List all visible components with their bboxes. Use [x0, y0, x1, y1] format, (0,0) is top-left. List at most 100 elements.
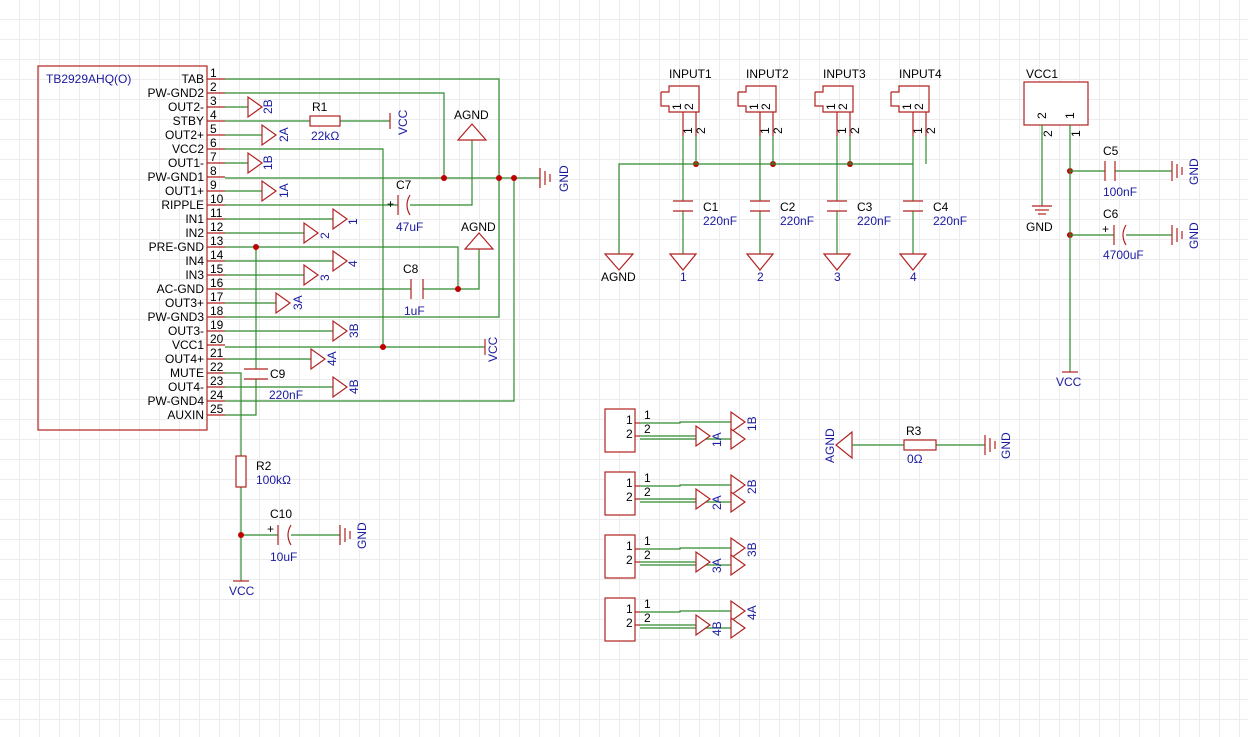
svg-text:220nF: 220nF [933, 214, 967, 228]
svg-text:1A: 1A [710, 432, 724, 447]
svg-text:10uF: 10uF [270, 550, 297, 564]
svg-text:3: 3 [834, 270, 841, 284]
ic-pin: OUT1+9 [165, 178, 225, 198]
resistor-r3[interactable]: R3 0Ω [903, 424, 937, 466]
svg-text:GND: GND [1187, 222, 1201, 249]
wire-agnd-bus [618, 163, 913, 254]
svg-text:220nF: 220nF [269, 388, 303, 402]
power-agnd-input: AGND [601, 253, 636, 284]
svg-text:1: 1 [670, 103, 684, 110]
vcc-connector-section: VCC1 2 1 2 1 GND C5 100nF GND [1023, 67, 1201, 389]
ic-body [37, 65, 208, 431]
capacitor-c7[interactable]: C7 + 47uF [387, 178, 423, 234]
capacitor-c5[interactable]: C5 100nF [1103, 144, 1137, 199]
svg-text:1: 1 [346, 218, 360, 225]
svg-text:4A: 4A [745, 605, 759, 620]
svg-text:3: 3 [318, 274, 332, 281]
speaker-flag-mid [695, 550, 712, 574]
svg-text:R2: R2 [256, 459, 272, 473]
capacitor-c10[interactable]: C10 + 10uF [267, 507, 297, 564]
flag-out1m: 1B [247, 151, 275, 175]
svg-text:0Ω: 0Ω [907, 452, 923, 466]
wire-pwgnd3 [225, 178, 500, 318]
capacitor-c9[interactable]: C9 220nF [244, 367, 303, 402]
resistor-r2[interactable]: R2 100kΩ [235, 455, 291, 488]
svg-text:1: 1 [626, 539, 633, 553]
ic-pin-number: 24 [210, 388, 224, 402]
wire-auxin [225, 379, 257, 416]
input-flag [745, 253, 775, 271]
svg-text:2: 2 [759, 103, 773, 110]
ic-pin-number: 10 [210, 192, 224, 206]
flag-in3: 3 [303, 263, 332, 287]
svg-text:R1: R1 [312, 100, 328, 114]
svg-text:VCC: VCC [1056, 375, 1082, 389]
svg-text:100nF: 100nF [1103, 185, 1137, 199]
svg-text:1: 1 [1063, 112, 1077, 119]
svg-text:AGND: AGND [601, 270, 636, 284]
svg-text:220nF: 220nF [703, 214, 737, 228]
flag-out3m: 3B [332, 319, 361, 343]
power-gnd-c5: GND [1171, 158, 1201, 185]
ic-name: TB2929AHQ(O) [46, 72, 131, 86]
svg-text:2: 2 [771, 127, 785, 134]
ic-pin-name: OUT1- [168, 156, 204, 170]
ic-pin-name: VCC1 [172, 338, 204, 352]
flag-out3p: 3A [275, 291, 305, 315]
svg-text:1: 1 [644, 408, 651, 422]
svg-text:GND: GND [1026, 220, 1053, 234]
svg-text:AGND: AGND [461, 220, 496, 234]
svg-text:220nF: 220nF [857, 214, 891, 228]
capacitor-c8[interactable]: C8 1uF [403, 262, 425, 318]
svg-text:2: 2 [626, 427, 633, 441]
ic-pin-name: PW-GND2 [148, 86, 205, 100]
ic-pin-number: 17 [210, 290, 224, 304]
ic-pin-name: OUT1+ [165, 184, 204, 198]
ic-pin-name: STBY [173, 114, 204, 128]
resistor-r1[interactable]: R1 22kΩ [309, 100, 341, 143]
ic-pin: OUT4+21 [165, 346, 225, 366]
ic-pin-name: VCC2 [172, 142, 204, 156]
flag-out4m: 4B [332, 375, 361, 399]
wire-pwgnd2 [225, 92, 445, 178]
flag-out2p: 2A [261, 123, 291, 147]
capacitor-c6[interactable]: C6 + 4700uF [1102, 207, 1144, 262]
ic-pin-number: 6 [210, 136, 217, 150]
svg-text:1: 1 [1069, 130, 1083, 137]
svg-text:1: 1 [911, 127, 925, 134]
svg-text:GND: GND [355, 522, 369, 549]
ic-pin-number: 8 [210, 164, 217, 178]
svg-text:C3: C3 [857, 200, 873, 214]
ic-pin-name: OUT4- [168, 380, 204, 394]
svg-text:3A: 3A [291, 295, 305, 310]
ic-pin-number: 14 [210, 248, 224, 262]
svg-text:1B: 1B [261, 155, 275, 170]
svg-text:1: 1 [900, 103, 914, 110]
svg-text:GND: GND [999, 432, 1013, 459]
input-flag [822, 253, 852, 271]
flag-in2: 2 [303, 221, 332, 245]
speaker-flag-top [730, 536, 747, 560]
ic-pin-name: IN2 [185, 226, 204, 240]
svg-text:2: 2 [626, 490, 633, 504]
ic-pin-number: 7 [210, 150, 217, 164]
power-vcc-ic: VCC [484, 336, 500, 362]
ic-pin: OUT3-19 [168, 318, 225, 338]
